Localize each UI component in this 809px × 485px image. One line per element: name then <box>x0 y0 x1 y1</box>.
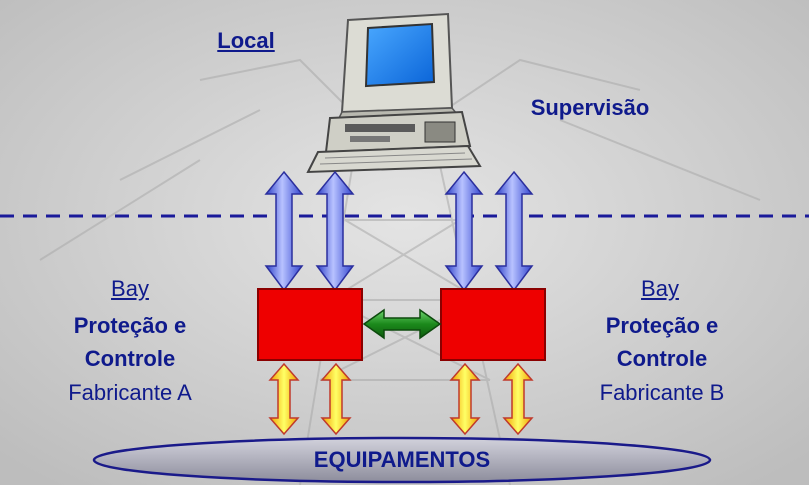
right-bay-maker: Fabricante B <box>599 380 725 405</box>
right-bay-box <box>440 288 546 361</box>
supervision-label: Supervisão <box>530 95 650 120</box>
right-bay-title-line1: Proteção e <box>605 313 719 338</box>
right-bay-label: Bay <box>641 276 679 301</box>
peer-arrow <box>362 308 442 340</box>
left-bay-box <box>257 288 363 361</box>
equipment-arrows <box>268 362 534 436</box>
left-bay-title-line1: Proteção e <box>73 313 187 338</box>
local-label: Local <box>217 28 275 53</box>
right-bay-title-line2: Controle <box>616 346 708 371</box>
left-bay-label: Bay <box>111 276 149 301</box>
equipment-arrow-1 <box>268 362 300 436</box>
left-bay-title-line2: Controle <box>84 346 176 371</box>
equipment-arrow-4 <box>502 362 534 436</box>
left-bay-maker: Fabricante A <box>68 380 192 405</box>
computer-icon <box>306 12 482 174</box>
equipment-label: EQUIPAMENTOS <box>313 447 491 472</box>
equipment-arrow-3 <box>449 362 481 436</box>
equipment-ellipse <box>92 436 712 484</box>
equipment-arrow-2 <box>320 362 352 436</box>
